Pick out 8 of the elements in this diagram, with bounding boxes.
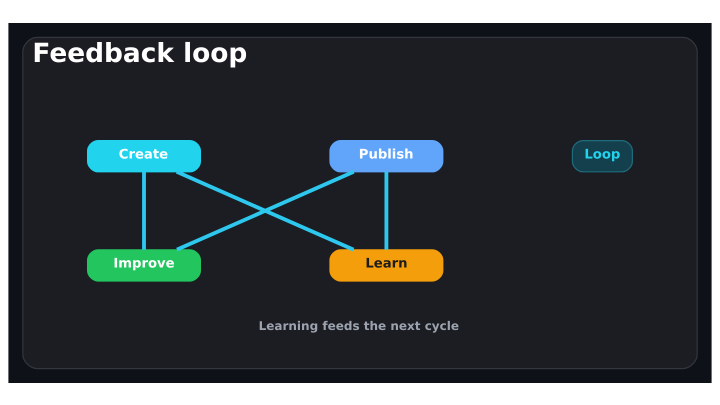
node-box: Create: [87, 140, 201, 172]
node-box: Loop: [572, 140, 633, 172]
connector: [384, 171, 388, 250]
connector: [142, 171, 146, 250]
node-box: Improve: [87, 248, 201, 282]
caption: Learning feeds the next cycle: [258, 318, 460, 333]
node-box: Learn: [329, 248, 444, 282]
node-box: Publish: [329, 140, 444, 172]
